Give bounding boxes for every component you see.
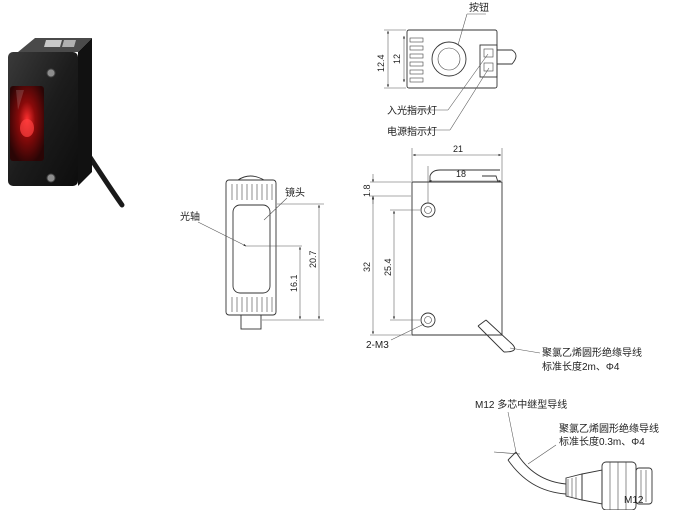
optical-axis-label: 光轴 (180, 210, 200, 223)
m12-label: M12 (624, 495, 644, 506)
power-indicator-led (483, 62, 494, 72)
dim-16-1: 16.1 (289, 274, 299, 292)
lens-label: 镜头 (285, 186, 305, 199)
dim-12-4: 12.4 (376, 54, 386, 72)
bottom-ribs (231, 297, 273, 312)
dim-21: 21 (453, 144, 463, 154)
grip-ridges (409, 37, 424, 83)
indicator-housing (479, 44, 498, 78)
button-label: 按钮 (469, 1, 489, 14)
lens-window (232, 204, 271, 294)
top-ribs (231, 184, 273, 200)
dim-1-8: 1.8 (362, 184, 372, 197)
input-indicator-led (483, 48, 494, 58)
dim-12: 12 (392, 54, 402, 64)
dim-18: 18 (456, 169, 466, 179)
connector-view: M12 多芯中继型导线 聚氯乙烯圆形绝缘导线 标准长度0.3m、Φ4 M12 (475, 398, 659, 511)
button-circle (431, 41, 467, 77)
side-view: 21 18 1.8 32 25.4 2-M3 聚氯乙烯圆形绝缘导线 标准长度2m… (362, 144, 642, 373)
sensor-photo (8, 38, 125, 208)
dim-32: 32 (362, 262, 372, 272)
connector-cable-label-line2: 标准长度0.3m、Φ4 (559, 435, 645, 448)
connector-title: M12 多芯中继型导线 (475, 398, 567, 411)
connector-cable-label-line1: 聚氯乙烯圆形绝缘导线 (559, 422, 659, 435)
mount-hole-top (420, 202, 436, 218)
front-view: 光轴 镜头 20.7 16.1 (180, 175, 324, 330)
dim-20-7: 20.7 (308, 250, 318, 268)
dim-25-4: 25.4 (383, 258, 393, 276)
input-indicator-label: 入光指示灯 (387, 104, 437, 117)
cable-label-line2: 标准长度2m、Φ4 (542, 360, 620, 373)
power-indicator-label: 电源指示灯 (387, 125, 437, 138)
mount-label: 2-M3 (366, 340, 389, 351)
top-view: 12.4 12 按钮 入光指示灯 电源指示灯 (376, 1, 517, 138)
cable-label-line1: 聚氯乙烯圆形绝缘导线 (542, 346, 642, 359)
mount-hole-bottom (420, 312, 436, 328)
